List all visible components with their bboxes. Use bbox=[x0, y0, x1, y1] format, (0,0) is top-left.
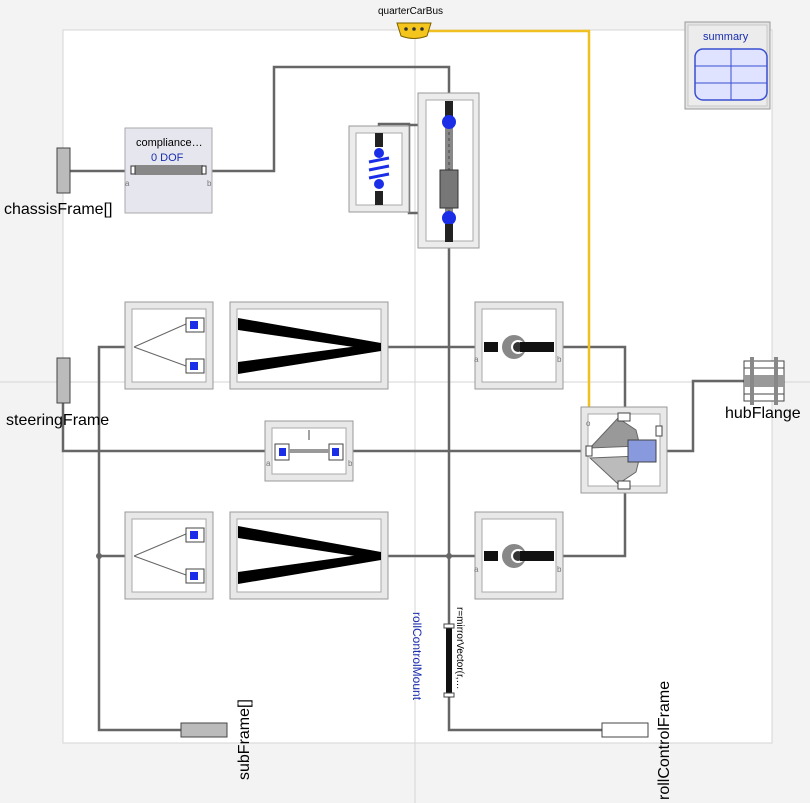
lower-joint-block[interactable]: a b bbox=[474, 511, 564, 600]
spring-block[interactable] bbox=[348, 125, 410, 213]
steering-rod-block[interactable]: a b bbox=[264, 420, 354, 482]
lower-wishbone-block[interactable] bbox=[124, 511, 214, 600]
upright-block[interactable]: o bbox=[580, 406, 668, 494]
wire-upper-joint[interactable] bbox=[556, 345, 627, 417]
svg-text:a: a bbox=[474, 565, 479, 574]
quarter-car-bus-icon[interactable] bbox=[396, 22, 432, 39]
wire-hub[interactable] bbox=[660, 379, 748, 453]
chassis-frame-label: chassisFrame[] bbox=[4, 201, 113, 218]
svg-text:b: b bbox=[207, 179, 212, 188]
wire-steering-line[interactable] bbox=[61, 393, 273, 453]
compliance-title: compliance… bbox=[136, 137, 203, 149]
junction-dot bbox=[446, 553, 452, 559]
upper-wishbone-block[interactable] bbox=[124, 301, 214, 390]
upper-joint-block[interactable]: a b bbox=[474, 301, 564, 390]
roll-control-mount-rod[interactable] bbox=[443, 623, 455, 698]
compliance-dof: 0 DOF bbox=[151, 152, 184, 164]
roll-control-frame-label: rollControlFrame bbox=[656, 680, 673, 800]
wire-shock-main[interactable] bbox=[447, 242, 602, 732]
svg-text:b: b bbox=[557, 565, 562, 574]
svg-text:o: o bbox=[586, 419, 591, 428]
mirror-vector-label: r=mirrorVector(r,… bbox=[454, 607, 465, 690]
lower-link-block[interactable] bbox=[229, 511, 389, 600]
svg-text:a: a bbox=[266, 459, 271, 468]
steering-frame-label: steeringFrame bbox=[6, 412, 110, 429]
svg-text:a: a bbox=[125, 179, 130, 188]
roll-control-frame-port[interactable] bbox=[601, 722, 649, 738]
wire-subframe-left[interactable] bbox=[97, 345, 181, 732]
roll-control-mount-label: rollControlMount bbox=[410, 612, 424, 701]
hub-flange-label: hubFlange bbox=[725, 405, 801, 422]
wire-compliance-top[interactable] bbox=[206, 65, 451, 173]
sub-frame-port[interactable] bbox=[180, 722, 228, 738]
wires bbox=[61, 65, 748, 732]
damper-block[interactable] bbox=[417, 92, 480, 249]
sub-frame-label: subFrame[] bbox=[236, 699, 253, 780]
steering-frame-port[interactable] bbox=[56, 357, 71, 404]
junction-dot bbox=[96, 553, 102, 559]
upper-link-block[interactable] bbox=[229, 301, 389, 390]
wire-lower-joint[interactable] bbox=[556, 485, 627, 558]
svg-text:b: b bbox=[557, 355, 562, 364]
summary-block[interactable] bbox=[684, 21, 771, 110]
hub-flange-port[interactable] bbox=[743, 357, 785, 405]
chassis-frame-port[interactable] bbox=[56, 147, 71, 194]
compliance-block[interactable]: a b bbox=[124, 127, 213, 214]
svg-text:b: b bbox=[348, 459, 353, 468]
summary-label: summary bbox=[703, 31, 749, 43]
svg-text:a: a bbox=[474, 355, 479, 364]
quarter-car-bus-label: quarterCarBus bbox=[378, 6, 444, 17]
bus-wire[interactable] bbox=[414, 29, 591, 423]
